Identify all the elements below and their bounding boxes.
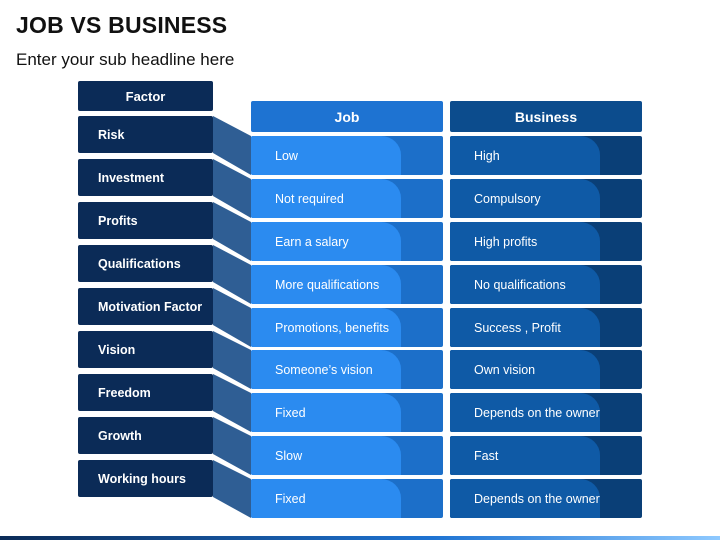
connector-band bbox=[213, 374, 251, 432]
business-cell: Own vision bbox=[450, 350, 642, 389]
connector-band bbox=[213, 202, 251, 261]
business-cell-text: No qualifications bbox=[474, 277, 566, 292]
job-cell: Slow bbox=[251, 436, 443, 475]
connector-band bbox=[213, 288, 251, 347]
slide-title: JOB VS BUSINESS bbox=[16, 12, 228, 38]
factor-cell-investment: Investment bbox=[78, 159, 213, 196]
job-cell-text: More qualifications bbox=[275, 277, 380, 292]
business-cell: Depends on the owner bbox=[450, 393, 642, 432]
job-cell-text: Fixed bbox=[275, 405, 306, 420]
job-cell: Someone’s vision bbox=[251, 350, 443, 389]
job-cell: More qualifications bbox=[251, 265, 443, 304]
business-cell-text: Fast bbox=[474, 448, 499, 463]
business-cell: Compulsory bbox=[450, 179, 642, 218]
footer-accent-bar bbox=[0, 536, 720, 540]
business-cell: No qualifications bbox=[450, 265, 642, 304]
connector-band bbox=[213, 116, 251, 175]
business-cell-text: High profits bbox=[474, 234, 538, 249]
job-cell-text: Slow bbox=[275, 448, 303, 463]
job-cell-text: Fixed bbox=[275, 491, 306, 506]
connector-band bbox=[213, 460, 251, 518]
business-column-header: Business bbox=[450, 101, 642, 132]
business-cell: High profits bbox=[450, 222, 642, 261]
job-cell: Fixed bbox=[251, 393, 443, 432]
job-cell: Earn a salary bbox=[251, 222, 443, 261]
business-cell-text: Compulsory bbox=[474, 191, 541, 206]
factor-cell-working-hours: Working hours bbox=[78, 460, 213, 497]
business-cell-text: Depends on the owner bbox=[474, 491, 600, 506]
factor-cell-qualifications: Qualifications bbox=[78, 245, 213, 282]
job-cell-text: Promotions, benefits bbox=[275, 320, 389, 335]
factor-cell-vision: Vision bbox=[78, 331, 213, 368]
connector-band bbox=[213, 331, 251, 389]
business-cell-text: Depends on the owner bbox=[474, 405, 600, 420]
job-cell-text: Someone’s vision bbox=[275, 362, 373, 377]
factor-cell-risk: Risk bbox=[78, 116, 213, 153]
factor-cell-freedom: Freedom bbox=[78, 374, 213, 411]
connector-band bbox=[213, 417, 251, 475]
job-cell: Promotions, benefits bbox=[251, 308, 443, 347]
business-cell: Depends on the owner bbox=[450, 479, 642, 518]
business-cell: Fast bbox=[450, 436, 642, 475]
business-cell: High bbox=[450, 136, 642, 175]
factor-cell-growth: Growth bbox=[78, 417, 213, 454]
connector-band bbox=[213, 245, 251, 304]
job-cell: Low bbox=[251, 136, 443, 175]
connector-band bbox=[213, 159, 251, 218]
slide-subtitle: Enter your sub headline here bbox=[16, 50, 235, 69]
business-cell: Success , Profit bbox=[450, 308, 642, 347]
factor-cell-motivation: Motivation Factor bbox=[78, 288, 213, 325]
factor-cell-profits: Profits bbox=[78, 202, 213, 239]
factor-column-header: Factor bbox=[78, 81, 213, 111]
job-column-header: Job bbox=[251, 101, 443, 132]
job-cell-text: Earn a salary bbox=[275, 234, 349, 249]
job-cell: Fixed bbox=[251, 479, 443, 518]
business-cell-text: Success , Profit bbox=[474, 320, 561, 335]
business-cell-text: High bbox=[474, 148, 500, 163]
business-cell-text: Own vision bbox=[474, 362, 536, 377]
job-cell: Not required bbox=[251, 179, 443, 218]
job-cell-text: Not required bbox=[275, 191, 344, 206]
job-cell-text: Low bbox=[275, 148, 298, 163]
